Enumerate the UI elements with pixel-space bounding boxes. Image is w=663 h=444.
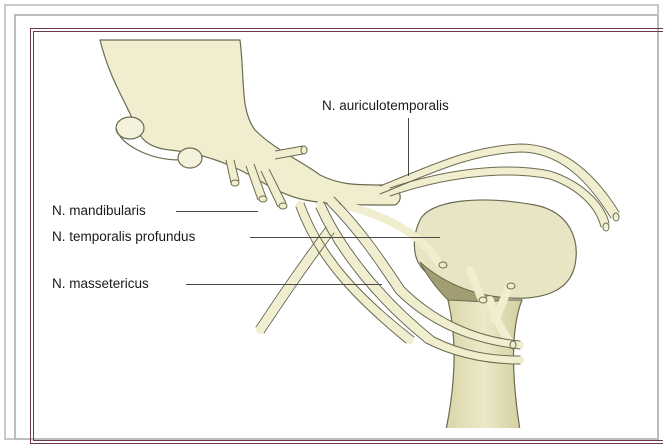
leader-temporalis-profundus (250, 237, 440, 238)
label-auriculotemporalis: N. auriculotemporalis (322, 98, 449, 114)
leader-mandibularis (176, 211, 258, 212)
label-temporalis-profundus: N. temporalis profundus (52, 229, 195, 245)
leader-massetericus (186, 284, 382, 285)
nerve-trunk (100, 40, 400, 205)
label-massetericus: N. massetericus (52, 276, 149, 292)
label-mandibularis: N. mandibularis (52, 203, 146, 219)
leader-auriculotemporalis (408, 118, 409, 176)
illustration-panel: N. auriculotemporalis N. mandibularis N.… (36, 36, 654, 428)
